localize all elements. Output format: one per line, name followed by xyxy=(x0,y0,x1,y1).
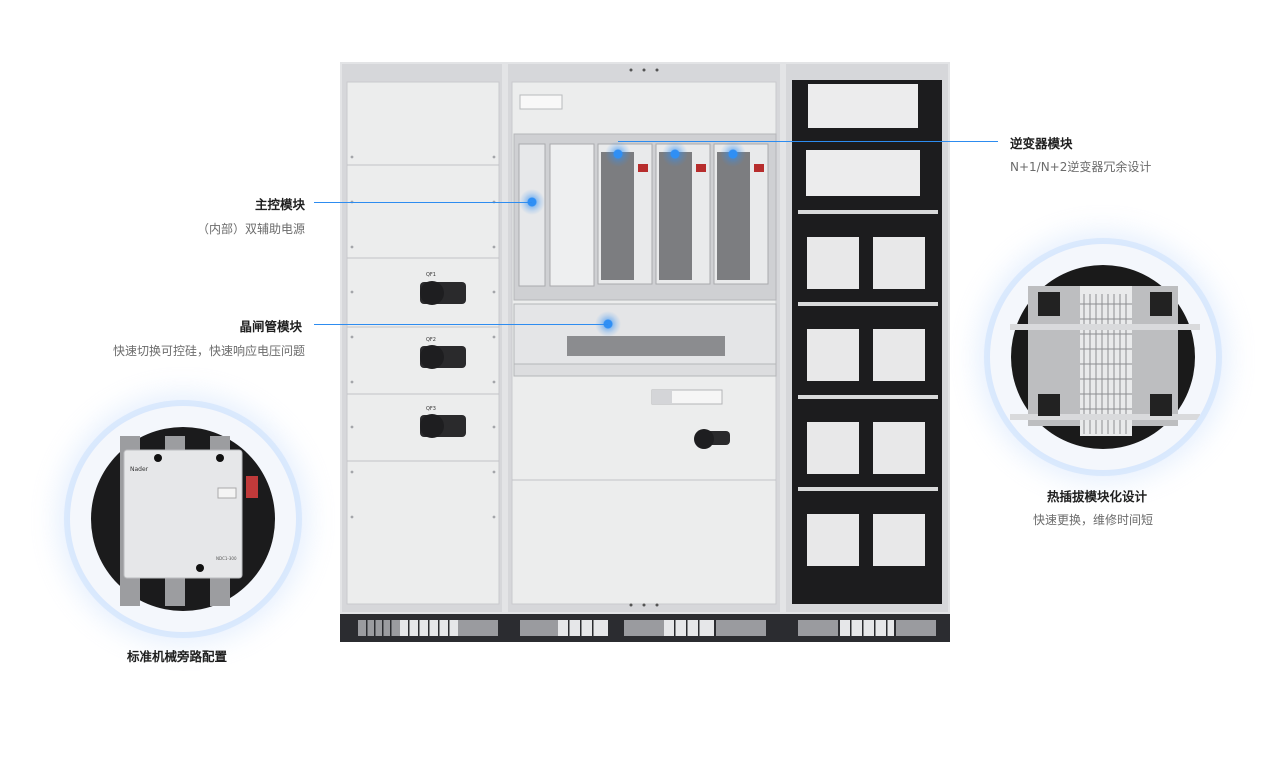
breaker-model-label: NDC1-300 xyxy=(216,556,237,561)
inverter-hotspot-2[interactable] xyxy=(662,141,688,167)
switch-label-qf2: QF2 xyxy=(426,337,436,343)
thyristor-title: 晶闸管模块 xyxy=(239,319,302,334)
thyristor-desc: 快速切换可控硅，快速响应电压问题 xyxy=(112,344,305,358)
inverter-leader xyxy=(618,141,998,142)
main-control-leader xyxy=(314,202,532,203)
switch-label-qf1: QF1 xyxy=(426,272,436,278)
inverter-hotspot-1[interactable] xyxy=(605,141,631,167)
hotswap-desc: 快速更换，维修时间短 xyxy=(1033,513,1154,527)
inverter-desc: N+1/N+2逆变器冗余设计 xyxy=(1010,160,1152,174)
hotswap-title: 热插拔模块化设计 xyxy=(1047,489,1148,504)
hotswap-detail-circle xyxy=(990,244,1216,470)
bypass-title: 标准机械旁路配置 xyxy=(127,649,228,664)
switch-label-qf3: QF3 xyxy=(426,406,436,412)
main-control-desc: （内部）双辅助电源 xyxy=(196,222,305,236)
breaker-brand-label: Nader xyxy=(130,466,149,473)
inverter-title: 逆变器模块 xyxy=(1010,136,1073,151)
bypass-detail-circle: Nader NDC1-300 xyxy=(70,406,296,632)
ups-cabinet-illustration: QF1 QF2 QF3 xyxy=(340,62,950,642)
main-control-title: 主控模块 xyxy=(254,197,305,212)
inverter-hotspot-3[interactable] xyxy=(720,141,746,167)
thyristor-leader xyxy=(314,324,608,325)
